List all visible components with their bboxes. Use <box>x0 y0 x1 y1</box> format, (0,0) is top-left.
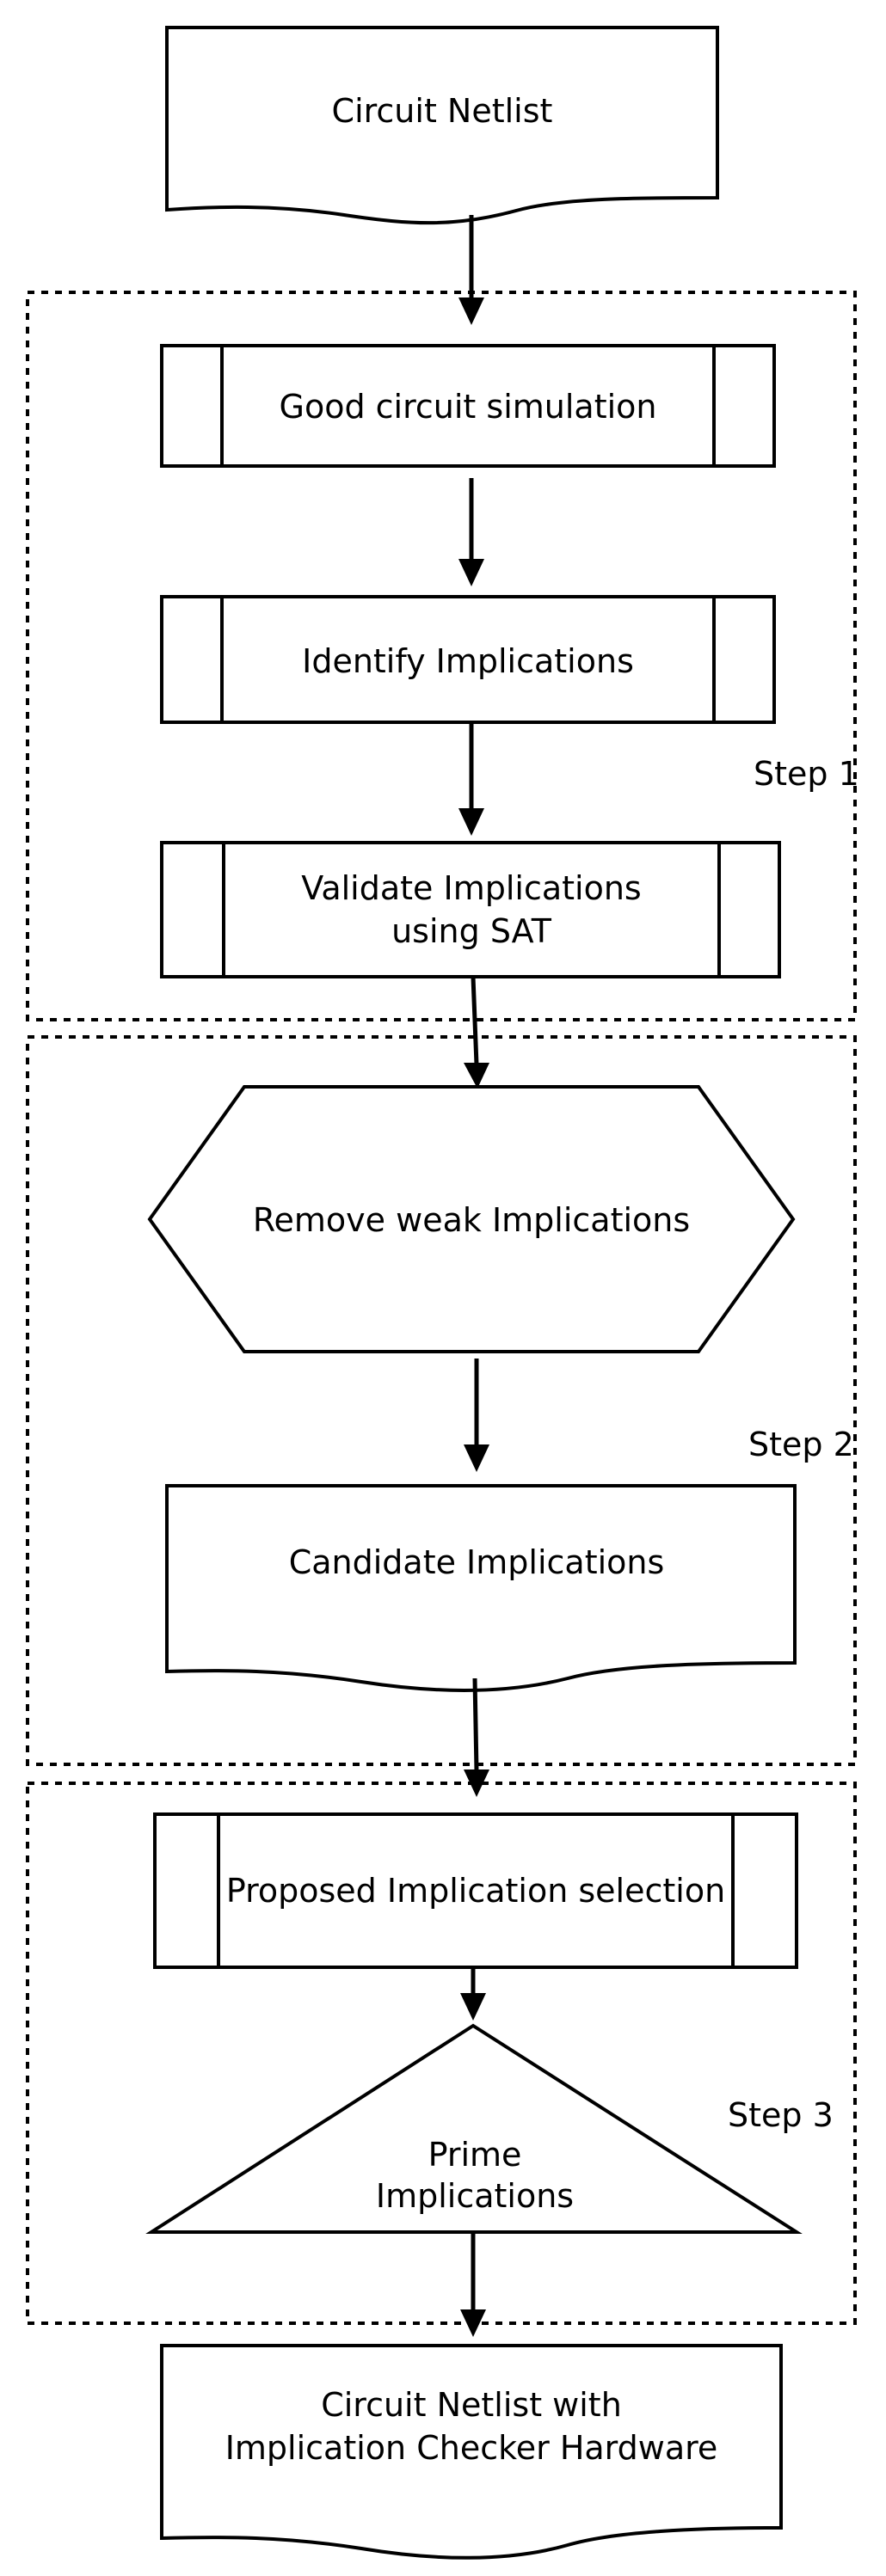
prime-implications-text-line-1: Prime <box>428 2136 522 2174</box>
remove-weak-implications-hexagon: Remove weak Implications <box>147 1085 796 1353</box>
validate-implications-text-line-2: using SAT <box>391 912 552 950</box>
step-1-label: Step 1 <box>754 755 859 793</box>
arrow-prime-to-output <box>460 2232 486 2337</box>
step-1-group <box>26 291 857 1021</box>
arrow-proposed-selection-to-prime <box>460 1967 486 2021</box>
validate-implications-text-line-1: Validate Implications <box>301 869 641 907</box>
prime-implications-text-line-2: Implications <box>376 2177 574 2215</box>
arrow-candidate-to-proposed-selection <box>464 1677 489 1797</box>
arrow-netlist-to-simulation <box>458 215 484 325</box>
output-document-text-line-1: Circuit Netlist with <box>321 2386 622 2424</box>
arrow-validate-to-remove-weak <box>464 976 489 1089</box>
proposed-implication-selection-text: Proposed Implication selection <box>226 1872 725 1910</box>
circuit-netlist-document: Circuit Netlist <box>165 26 719 225</box>
validate-implications-process: Validate Implications using SAT <box>160 841 781 978</box>
step-3-group <box>26 1782 857 2325</box>
step-2-label: Step 2 <box>748 1426 854 1463</box>
arrow-identify-to-validate <box>458 722 484 836</box>
circuit-netlist-with-checker-document: Circuit Netlist with Implication Checker… <box>160 2344 783 2560</box>
prime-implications-triangle: Prime Implications <box>145 2023 803 2234</box>
arrow-simulation-to-identify <box>458 478 484 586</box>
identify-implications-process: Identify Implications <box>160 595 776 724</box>
candidate-implications-text: Candidate Implications <box>289 1543 665 1581</box>
proposed-implication-selection-process: Proposed Implication selection <box>153 1812 798 1969</box>
remove-weak-implications-text: Remove weak Implications <box>253 1201 690 1239</box>
good-circuit-simulation-process: Good circuit simulation <box>160 344 776 468</box>
output-document-text-line-2: Implication Checker Hardware <box>225 2429 718 2467</box>
good-circuit-simulation-text: Good circuit simulation <box>280 388 657 426</box>
circuit-netlist-text: Circuit Netlist <box>332 92 553 130</box>
identify-implications-text: Identify Implications <box>302 642 634 680</box>
step-2-group <box>26 1035 857 1766</box>
step-3-label: Step 3 <box>728 2096 834 2134</box>
arrow-remove-weak-to-candidate <box>464 1359 489 1472</box>
candidate-implications-document: Candidate Implications <box>165 1484 797 1693</box>
